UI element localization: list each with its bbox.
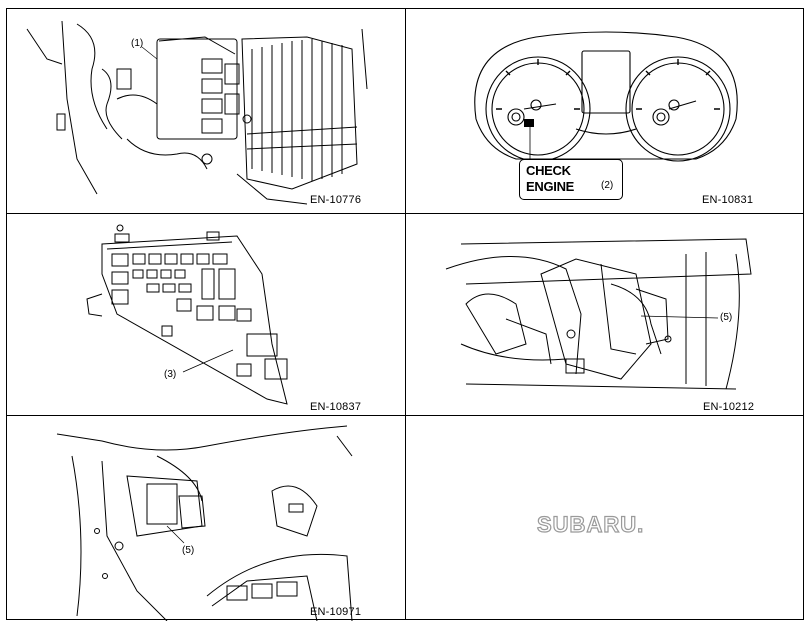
grid-divider-row-1 xyxy=(7,213,803,214)
panel-en-10971: (5) EN-10971 xyxy=(7,416,405,621)
figure-code: EN-10212 xyxy=(703,401,755,413)
check-engine-label-box xyxy=(519,159,623,200)
callout-3: (3) xyxy=(164,369,177,380)
callout-5: (5) xyxy=(182,545,195,556)
subaru-logo: SUBARU. xyxy=(536,511,645,537)
fuse-box-illustration xyxy=(86,224,288,405)
panel-en-10776: (1) EN-10776 xyxy=(7,9,405,213)
engine-harness-illustration xyxy=(26,20,368,205)
figure-grid: (1) EN-10776 xyxy=(6,8,805,621)
rear-connector-illustration xyxy=(56,425,353,621)
callout-1: (1) xyxy=(131,38,144,49)
figure-code: EN-10776 xyxy=(310,194,362,206)
connector-routing-illustration xyxy=(445,238,752,390)
callout-2: (2) xyxy=(601,180,614,191)
callout-5: (5) xyxy=(720,312,733,323)
grid-divider-row-2 xyxy=(7,415,803,416)
grid-divider-vertical xyxy=(405,9,406,619)
panel-en-10212: (5) EN-10212 xyxy=(406,214,805,415)
check-engine-label-line-2: ENGINE xyxy=(526,179,575,194)
figure-code: EN-10837 xyxy=(310,401,362,413)
figure-code: EN-10831 xyxy=(702,194,754,206)
panel-logo: SUBARU. xyxy=(406,416,805,621)
panel-en-10837: (3) EN-10837 xyxy=(7,214,405,415)
panel-en-10831: CHECK ENGINE (2) EN-10831 xyxy=(406,9,805,213)
figure-code: EN-10971 xyxy=(310,606,362,618)
check-engine-label-line-1: CHECK xyxy=(526,163,571,178)
